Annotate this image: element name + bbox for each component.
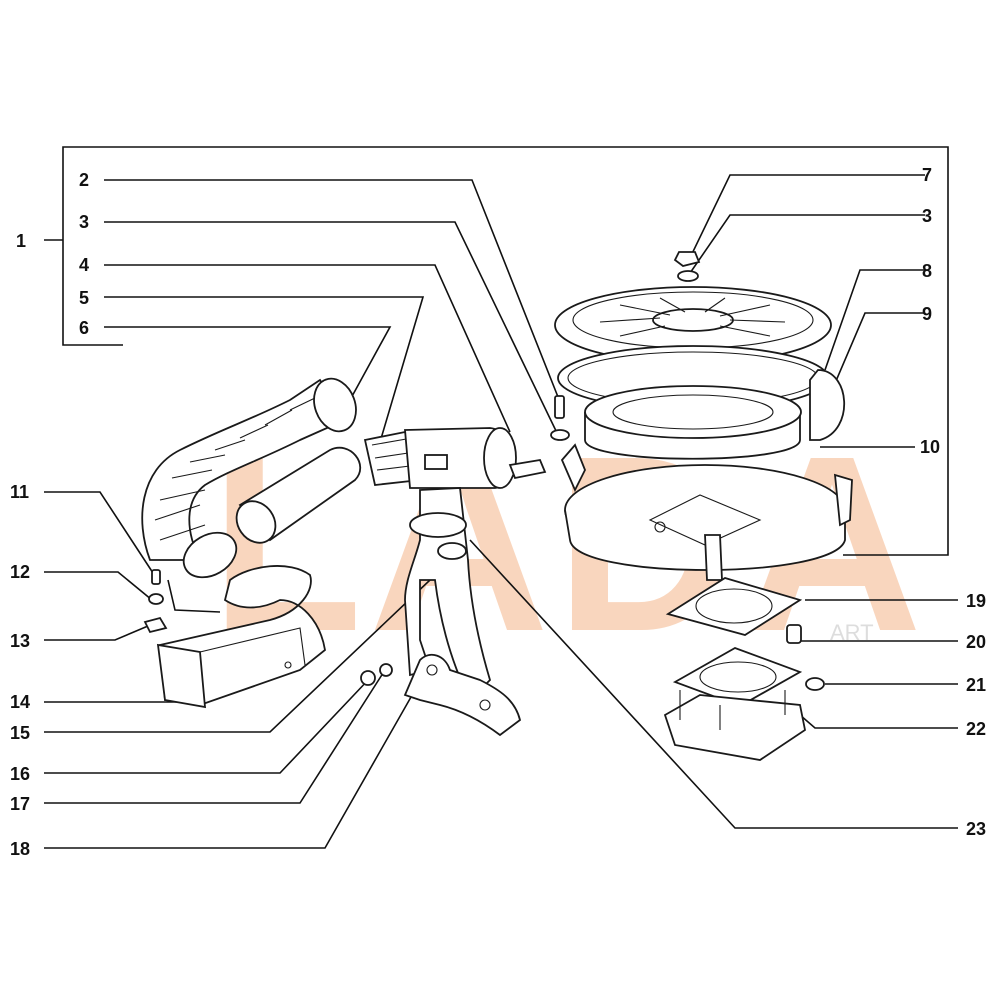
filter-lid <box>554 286 832 364</box>
callout-8: 8 <box>922 261 932 281</box>
intake-duct <box>156 565 326 709</box>
gasket <box>665 577 803 636</box>
callout-15: 15 <box>10 723 30 743</box>
callout-3b: 3 <box>922 206 932 226</box>
callout-18: 18 <box>10 839 30 859</box>
callout-4: 4 <box>79 255 89 275</box>
assembly-bracket <box>62 146 949 556</box>
nuts-16-17 <box>360 663 393 686</box>
callout-21: 21 <box>966 675 986 695</box>
corrugated-hose <box>141 377 357 579</box>
callout-labels: 1 2 3 4 5 6 7 3 8 9 10 11 12 13 14 15 16… <box>10 165 986 859</box>
leader-lines <box>44 174 958 849</box>
callout-16: 16 <box>10 764 30 784</box>
bolt-and-washer <box>550 395 570 441</box>
callout-9: 9 <box>922 304 932 324</box>
fasteners-left <box>143 569 168 634</box>
mounting-bracket <box>403 653 522 737</box>
filter-housing <box>560 443 853 581</box>
callout-6: 6 <box>79 318 89 338</box>
carburetor-adapter <box>663 647 807 761</box>
callout-17: 17 <box>10 794 30 814</box>
callout-5: 5 <box>79 288 89 308</box>
callout-3a: 3 <box>79 212 89 232</box>
callout-7: 7 <box>922 165 932 185</box>
straight-tube <box>235 447 362 544</box>
filter-element <box>584 369 846 460</box>
callout-13: 13 <box>10 631 30 651</box>
throttle-housing <box>363 427 547 489</box>
callout-20: 20 <box>966 632 986 652</box>
callout-14: 14 <box>10 692 30 712</box>
spacer-sleeve <box>786 624 802 644</box>
callout-2: 2 <box>79 170 89 190</box>
callout-1: 1 <box>16 231 26 251</box>
callout-23: 23 <box>966 819 986 839</box>
nut-21 <box>805 677 825 691</box>
callout-22: 22 <box>966 719 986 739</box>
callout-10: 10 <box>920 437 940 457</box>
callout-12: 12 <box>10 562 30 582</box>
callout-11: 11 <box>10 482 29 502</box>
top-nut-and-washer <box>673 251 701 282</box>
callout-19: 19 <box>966 591 986 611</box>
bent-pipe <box>404 487 492 702</box>
